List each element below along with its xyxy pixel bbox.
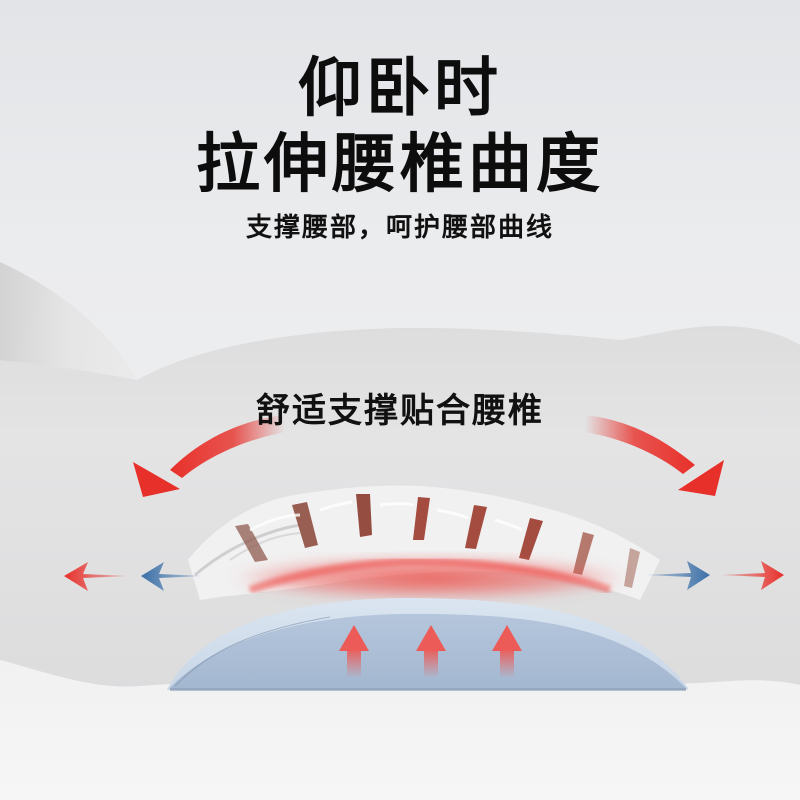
curved-arrow-right-icon bbox=[585, 415, 724, 496]
arrow-up-icon bbox=[339, 625, 369, 678]
headline-line-2: 拉伸腰椎曲度 bbox=[196, 128, 604, 202]
arrow-left-icon-blue bbox=[141, 562, 203, 591]
subtitle: 支撑腰部，呵护腰部曲线 bbox=[245, 213, 554, 243]
floor bbox=[0, 660, 800, 800]
up-arrows bbox=[339, 625, 522, 678]
support-label: 舒适支撑贴合腰椎 bbox=[256, 391, 544, 431]
arrow-up-icon bbox=[416, 625, 446, 678]
arrow-right-icon-blue bbox=[645, 561, 710, 590]
curved-arrow-left-icon bbox=[133, 415, 285, 497]
arrow-left-icon-red bbox=[64, 562, 128, 591]
thigh-shade bbox=[0, 262, 137, 380]
arrow-right-icon-red bbox=[720, 561, 784, 590]
spine-fabric bbox=[188, 485, 660, 600]
headline-line-1: 仰卧时 bbox=[298, 52, 502, 126]
arrow-up-icon bbox=[492, 625, 522, 678]
